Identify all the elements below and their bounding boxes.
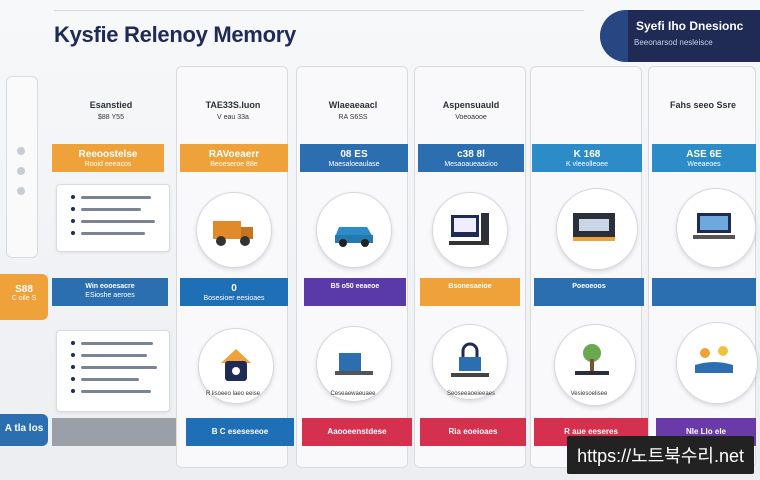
cloud-storage-icon <box>676 322 758 404</box>
caption-col5: Vesiesoelisee <box>570 391 608 397</box>
lock-icon <box>198 328 274 404</box>
footer-bar-col2: B C eseseseoe <box>186 418 294 446</box>
mid-bar-col4: Bsonesaeioe <box>420 278 520 306</box>
rail-dot-icon <box>17 167 25 175</box>
mid-bar-col5: Poeoeoos <box>534 278 644 306</box>
caption-col4: Seoseeaoeieeaes <box>446 391 496 397</box>
column-heading: Wlaeaeaacl RA S6SS <box>328 100 378 121</box>
footer-bar-col3: Aaooeenstdese <box>302 418 412 446</box>
rail-dot-icon <box>17 147 25 155</box>
column-heading: TAE33S.luon V eau 33a <box>205 100 261 121</box>
title-rule <box>54 10 584 11</box>
banner-line-1: Syefi Iho Dnesionc <box>636 19 744 33</box>
laptop-icon <box>676 188 756 268</box>
left-rail <box>6 76 38 258</box>
padlock-icon <box>432 324 508 400</box>
server-icon <box>556 188 638 270</box>
side-card-top <box>56 184 170 252</box>
caption-col2: R lisoeeo laeo eeise <box>205 391 261 397</box>
mid-bar-col6 <box>652 278 756 306</box>
lane-5 <box>648 66 756 468</box>
car-icon <box>316 192 392 268</box>
left-tab-orange: S88 C oile S <box>0 274 48 320</box>
column-heading: Fahs seeo Ssre <box>669 100 737 110</box>
truck-icon <box>196 192 272 268</box>
rail-dot-icon <box>17 187 25 195</box>
header-banner: Syefi Iho Dnesionc Beeonarsod nesleisce <box>600 10 760 62</box>
watermark-link[interactable]: https://노트북수리.net <box>567 436 754 474</box>
footer-bar-col4: Ria eoeioaes <box>420 418 526 446</box>
column-heading: Esanstied $88 Y55 <box>89 100 133 121</box>
mid-bar-col3: B5 o50 eeaeoe <box>304 278 406 306</box>
computer-icon <box>432 192 508 268</box>
column-heading: Aspensuauld Voeoaooe <box>442 100 500 121</box>
side-card-bottom <box>56 330 170 412</box>
caption-col3: Ceseaewaeuaee <box>330 391 376 397</box>
footer-bar-col1 <box>52 418 176 446</box>
tree-icon <box>554 324 636 406</box>
left-tab-blue: A tla los <box>0 414 48 446</box>
box-icon <box>316 326 392 402</box>
page-title: Kysfie Relenoy Memory <box>54 22 296 47</box>
banner-line-2: Beeonarsod nesleisce <box>634 38 713 47</box>
